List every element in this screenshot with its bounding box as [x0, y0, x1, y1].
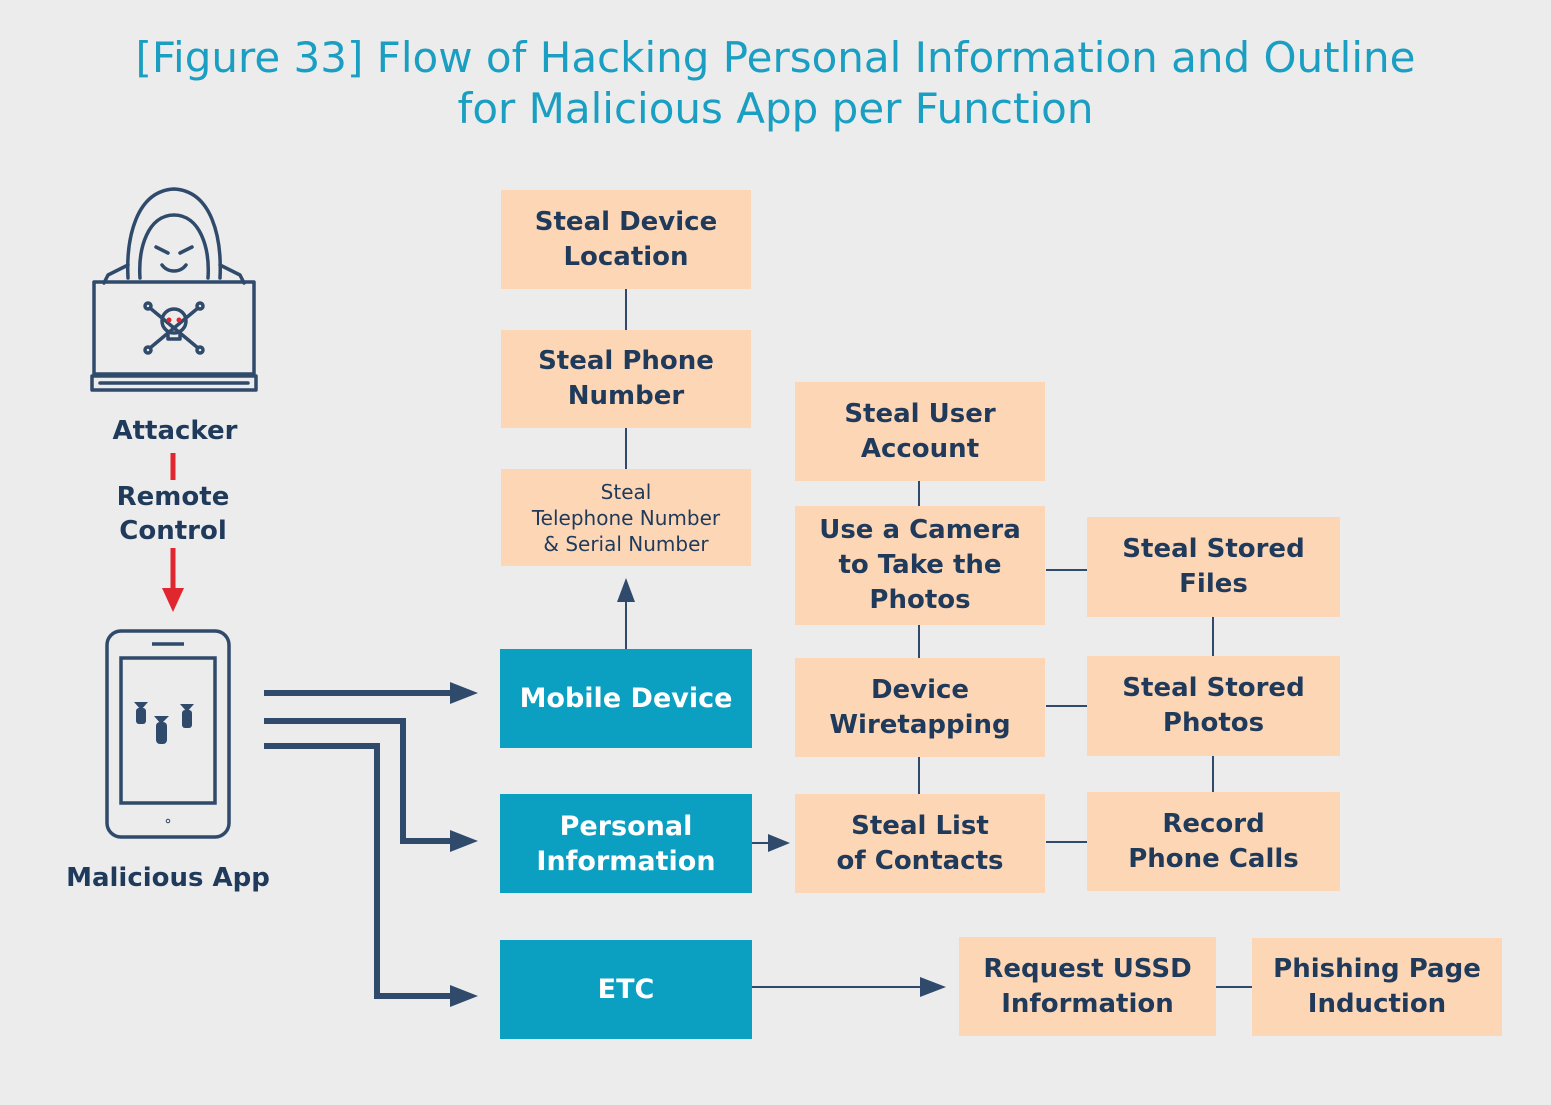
remote-control-label: Remote Control	[116, 482, 230, 546]
personal-to-contacts-arrow	[752, 834, 790, 852]
malicious-app-label: Malicious App	[66, 863, 270, 893]
function-device-wiretapping: Device Wiretapping	[795, 658, 1045, 757]
function-phishing-page: Phishing Page Induction	[1252, 938, 1502, 1036]
function-steal-stored-photos: Steal Stored Photos	[1087, 656, 1340, 756]
remote-control-arrow	[162, 453, 184, 612]
category-mobile-device: Mobile Device	[500, 649, 752, 748]
hacker-laptop-icon	[90, 187, 258, 392]
function-steal-telephone-serial: Steal Telephone Number & Serial Number	[501, 469, 751, 566]
app-to-mobile-arrow	[264, 682, 478, 704]
etc-to-ussd-arrow	[752, 977, 946, 997]
function-use-camera: Use a Camera to Take the Photos	[795, 506, 1045, 625]
function-steal-device-location: Steal Device Location	[501, 190, 751, 289]
function-steal-phone-number: Steal Phone Number	[501, 330, 751, 428]
bomb-icon	[134, 702, 194, 744]
figure-title-line-1: [Figure 33] Flow of Hacking Personal Inf…	[135, 33, 1416, 82]
attacker-label: Attacker	[112, 416, 238, 446]
smartphone-icon	[105, 629, 231, 839]
app-to-personal-arrow	[264, 718, 478, 852]
mobile-up-arrow	[617, 578, 635, 649]
function-record-phone-calls: Record Phone Calls	[1087, 792, 1340, 891]
function-steal-stored-files: Steal Stored Files	[1087, 517, 1340, 617]
category-etc: ETC	[500, 940, 752, 1039]
figure-title-line-2: for Malicious App per Function	[457, 84, 1094, 133]
function-request-ussd: Request USSD Information	[959, 937, 1216, 1036]
function-steal-user-account: Steal User Account	[795, 382, 1045, 481]
function-steal-list-contacts: Steal List of Contacts	[795, 794, 1045, 893]
category-personal-information: Personal Information	[500, 794, 752, 893]
figure-title: [Figure 33] Flow of Hacking Personal Inf…	[0, 32, 1551, 134]
app-to-etc-arrow	[264, 743, 478, 1007]
